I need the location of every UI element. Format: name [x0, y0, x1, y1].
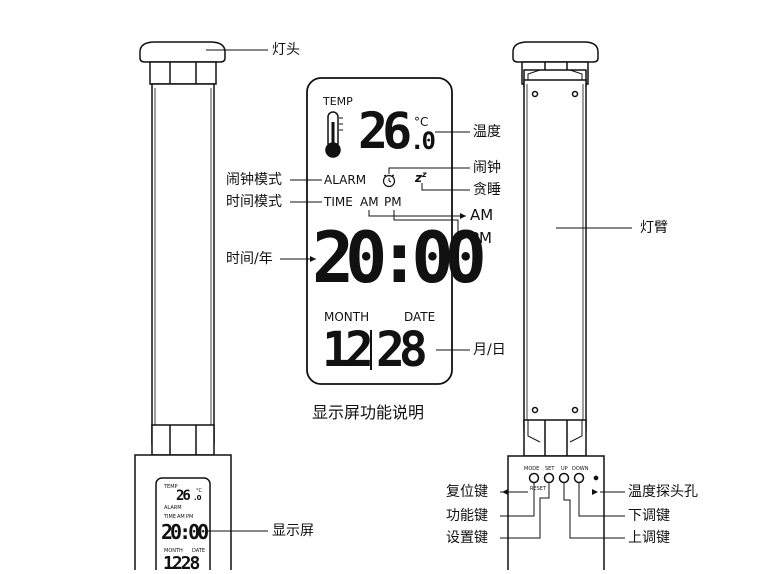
callout-function-key: 功能键 [446, 508, 488, 524]
callout-time-mode: 时间模式 [226, 194, 282, 210]
alarm-label: ALARM [324, 173, 367, 187]
mini-date-value: 1228 [163, 553, 200, 574]
callout-pm: PM [470, 229, 492, 247]
mini-temp-unit: °C [196, 488, 202, 494]
callout-month-day: 月/日 [473, 342, 506, 358]
callout-temperature: 温度 [473, 124, 501, 140]
mini-temp-label: TEMP [164, 484, 178, 490]
callout-reset-key: 复位键 [446, 484, 488, 500]
mini-temp-value: 26 [176, 488, 191, 504]
pm-label: PM [384, 195, 402, 209]
left-lamp [134, 41, 232, 570]
mode-button-label: MODE [524, 466, 540, 472]
callout-set-key: 设置键 [446, 530, 488, 546]
lamp-head-label: 灯头 [272, 42, 300, 58]
month-value: 12 [322, 322, 374, 378]
callout-am: AM [470, 206, 494, 224]
am-label: AM [360, 195, 379, 209]
date-label: DATE [404, 310, 436, 324]
callout-temp-probe: 温度探头孔 [628, 484, 698, 500]
mini-alarm-label: ALARM [164, 505, 182, 511]
lamp-arm-label: 灯臂 [640, 220, 668, 236]
temp-label: TEMP [323, 95, 353, 108]
callout-snooze: 贪睡 [473, 182, 501, 198]
mini-time-value: 20:00 [161, 520, 209, 544]
callout-alarm-clock: 闹钟 [473, 160, 501, 176]
callout-up-key: 上调键 [628, 530, 670, 546]
arrowheads [310, 213, 598, 495]
temp-decimal: .0 [410, 127, 436, 155]
mini-pm-label: PM [186, 514, 194, 520]
mini-date-label: DATE [192, 548, 206, 554]
month-label: MONTH [324, 310, 370, 324]
day-value: 28 [376, 322, 428, 378]
display-label: 显示屏 [272, 523, 314, 539]
temp-value: 26 [358, 102, 412, 160]
right-lamp [507, 41, 605, 570]
temp-unit: °C [414, 115, 429, 129]
time-value: 20:00 [312, 217, 487, 299]
up-button-label: UP [561, 466, 568, 472]
down-button-label: DOWN [572, 466, 589, 472]
mini-am-label: AM [177, 514, 185, 520]
center-display-frame [306, 77, 453, 385]
display-caption: 显示屏功能说明 [312, 403, 425, 422]
mini-time-label: TIME [164, 514, 177, 520]
time-label: TIME [324, 195, 353, 209]
callout-alarm-mode: 闹钟模式 [226, 172, 282, 188]
mini-month-label: MONTH [164, 548, 183, 554]
callout-down-key: 下调键 [628, 508, 670, 524]
callout-time-year: 时间/年 [226, 251, 273, 267]
snooze-icon: zz [415, 170, 427, 185]
mini-temp-decimal: .0 [194, 494, 202, 502]
reset-label: RESET [530, 486, 547, 492]
set-button-label: SET [545, 466, 555, 472]
lamp-callout-lines [206, 49, 632, 532]
date-separator [370, 330, 372, 370]
